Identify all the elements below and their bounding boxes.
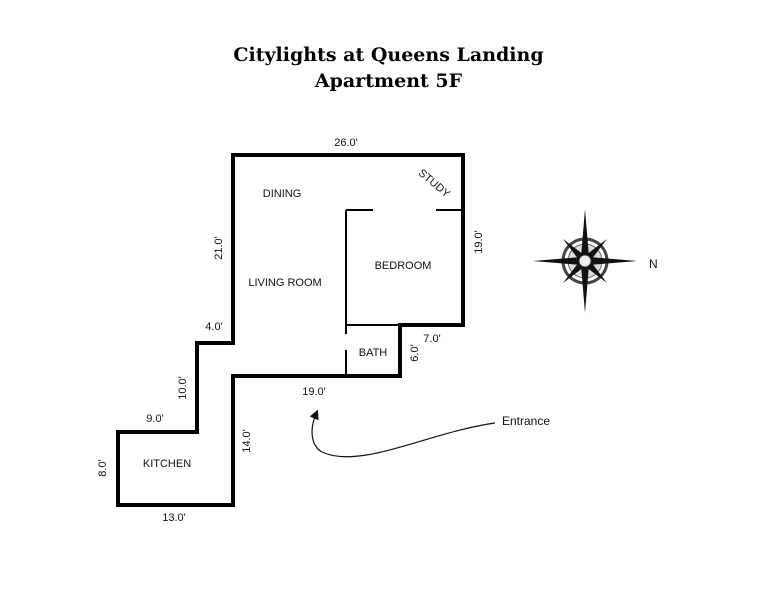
room-label-study: STUDY (416, 167, 453, 201)
dimension-bath-step: 7.0' (423, 333, 440, 345)
dimension-right: 19.0' (473, 230, 485, 254)
outer-wall (116, 153, 465, 507)
dimension-kitchen-top: 9.0' (146, 413, 163, 425)
north-label: N (649, 257, 658, 271)
dimension-bath-right: 6.0' (409, 344, 421, 361)
interior-walls (345, 209, 463, 376)
dimension-kitchen-right: 14.0' (241, 429, 253, 453)
entrance-label: Entrance (502, 414, 550, 428)
room-label-kitchen: KITCHEN (143, 458, 191, 470)
dimension-step-left: 10.0' (177, 376, 189, 400)
room-label-bedroom: BEDROOM (375, 260, 432, 272)
title-line-1: Citylights at Queens Landing (233, 44, 544, 66)
dimension-left-upper: 21.0' (213, 236, 225, 260)
room-label-bath: BATH (359, 347, 388, 359)
dimension-kitchen-left: 8.0' (97, 459, 109, 476)
entrance-arrow (309, 409, 496, 458)
room-label-dining: DINING (263, 188, 302, 200)
dimension-kitchen-bottom: 13.0' (162, 512, 186, 524)
dimension-top: 26.0' (334, 137, 358, 149)
title-line-2: Apartment 5F (314, 70, 463, 92)
room-label-living-room: LIVING ROOM (248, 277, 321, 289)
dimension-step-top: 4.0' (205, 321, 222, 333)
compass-rose-icon (533, 209, 637, 313)
dimension-bottom: 19.0' (302, 386, 326, 398)
